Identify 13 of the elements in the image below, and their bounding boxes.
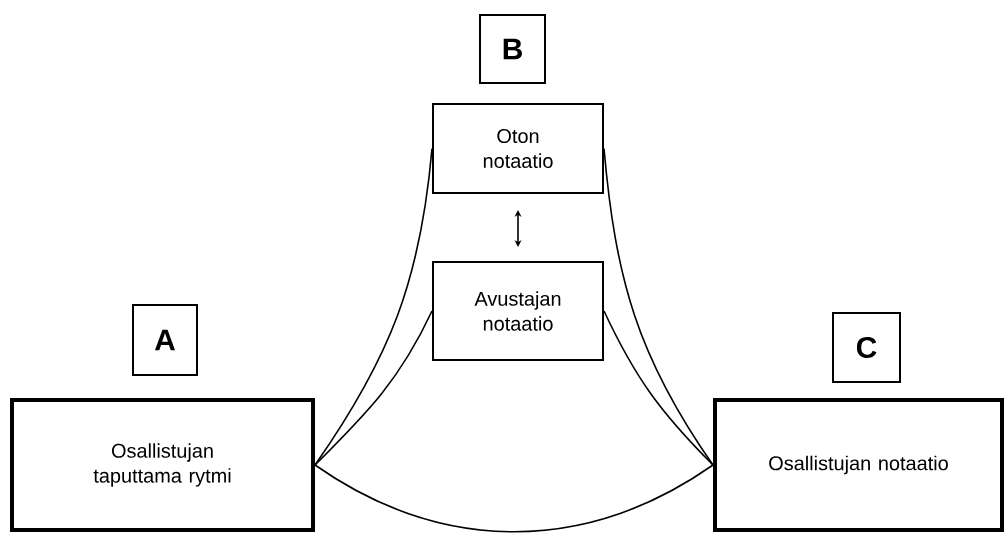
- letter-box: B: [479, 14, 546, 84]
- text-box: Avustajan notaatio: [432, 261, 604, 361]
- letter-box: A: [132, 304, 198, 376]
- connector-curve: [314, 464, 714, 533]
- double-arrow: [514, 210, 522, 247]
- letter-box: C: [832, 312, 901, 383]
- text-box: Osallistujan notaatio: [713, 398, 1004, 532]
- text-box: Oton notaatio: [432, 103, 604, 194]
- connector-curve: [603, 147, 714, 466]
- connector-curve: [314, 147, 433, 466]
- text-box: Osallistujan taputtama rytmi: [10, 398, 315, 532]
- connector-curve: [314, 310, 433, 466]
- connector-curve: [603, 310, 714, 466]
